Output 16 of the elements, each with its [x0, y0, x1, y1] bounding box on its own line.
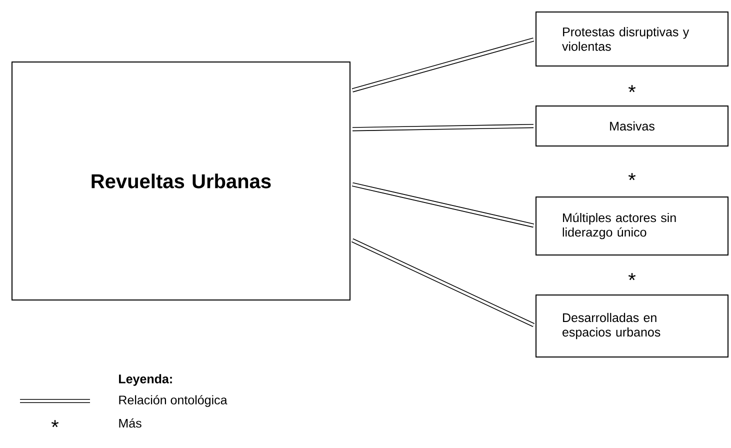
title-box: Revueltas Urbanas — [12, 62, 350, 300]
double-line — [352, 38, 534, 92]
double-line — [352, 182, 534, 228]
asterisk: * — [628, 273, 636, 280]
asterisk: * — [628, 173, 636, 180]
legend-asterisk: * — [51, 420, 59, 428]
legend-text: Relación ontológica — [119, 395, 228, 407]
legend-text: Más — [119, 418, 142, 428]
concept-box: Protestas disruptivas y violentas — [536, 12, 728, 66]
double-line — [352, 124, 534, 132]
legend-title: Leyenda: — [119, 374, 172, 386]
concept-box: Desarrolladas en espacios urbanos — [536, 294, 728, 358]
concept-box: Masivas — [536, 106, 728, 146]
asterisk: * — [628, 85, 636, 92]
double-line — [351, 238, 535, 328]
concept-box: Múltiples actores sin liderazgo único — [536, 196, 728, 256]
